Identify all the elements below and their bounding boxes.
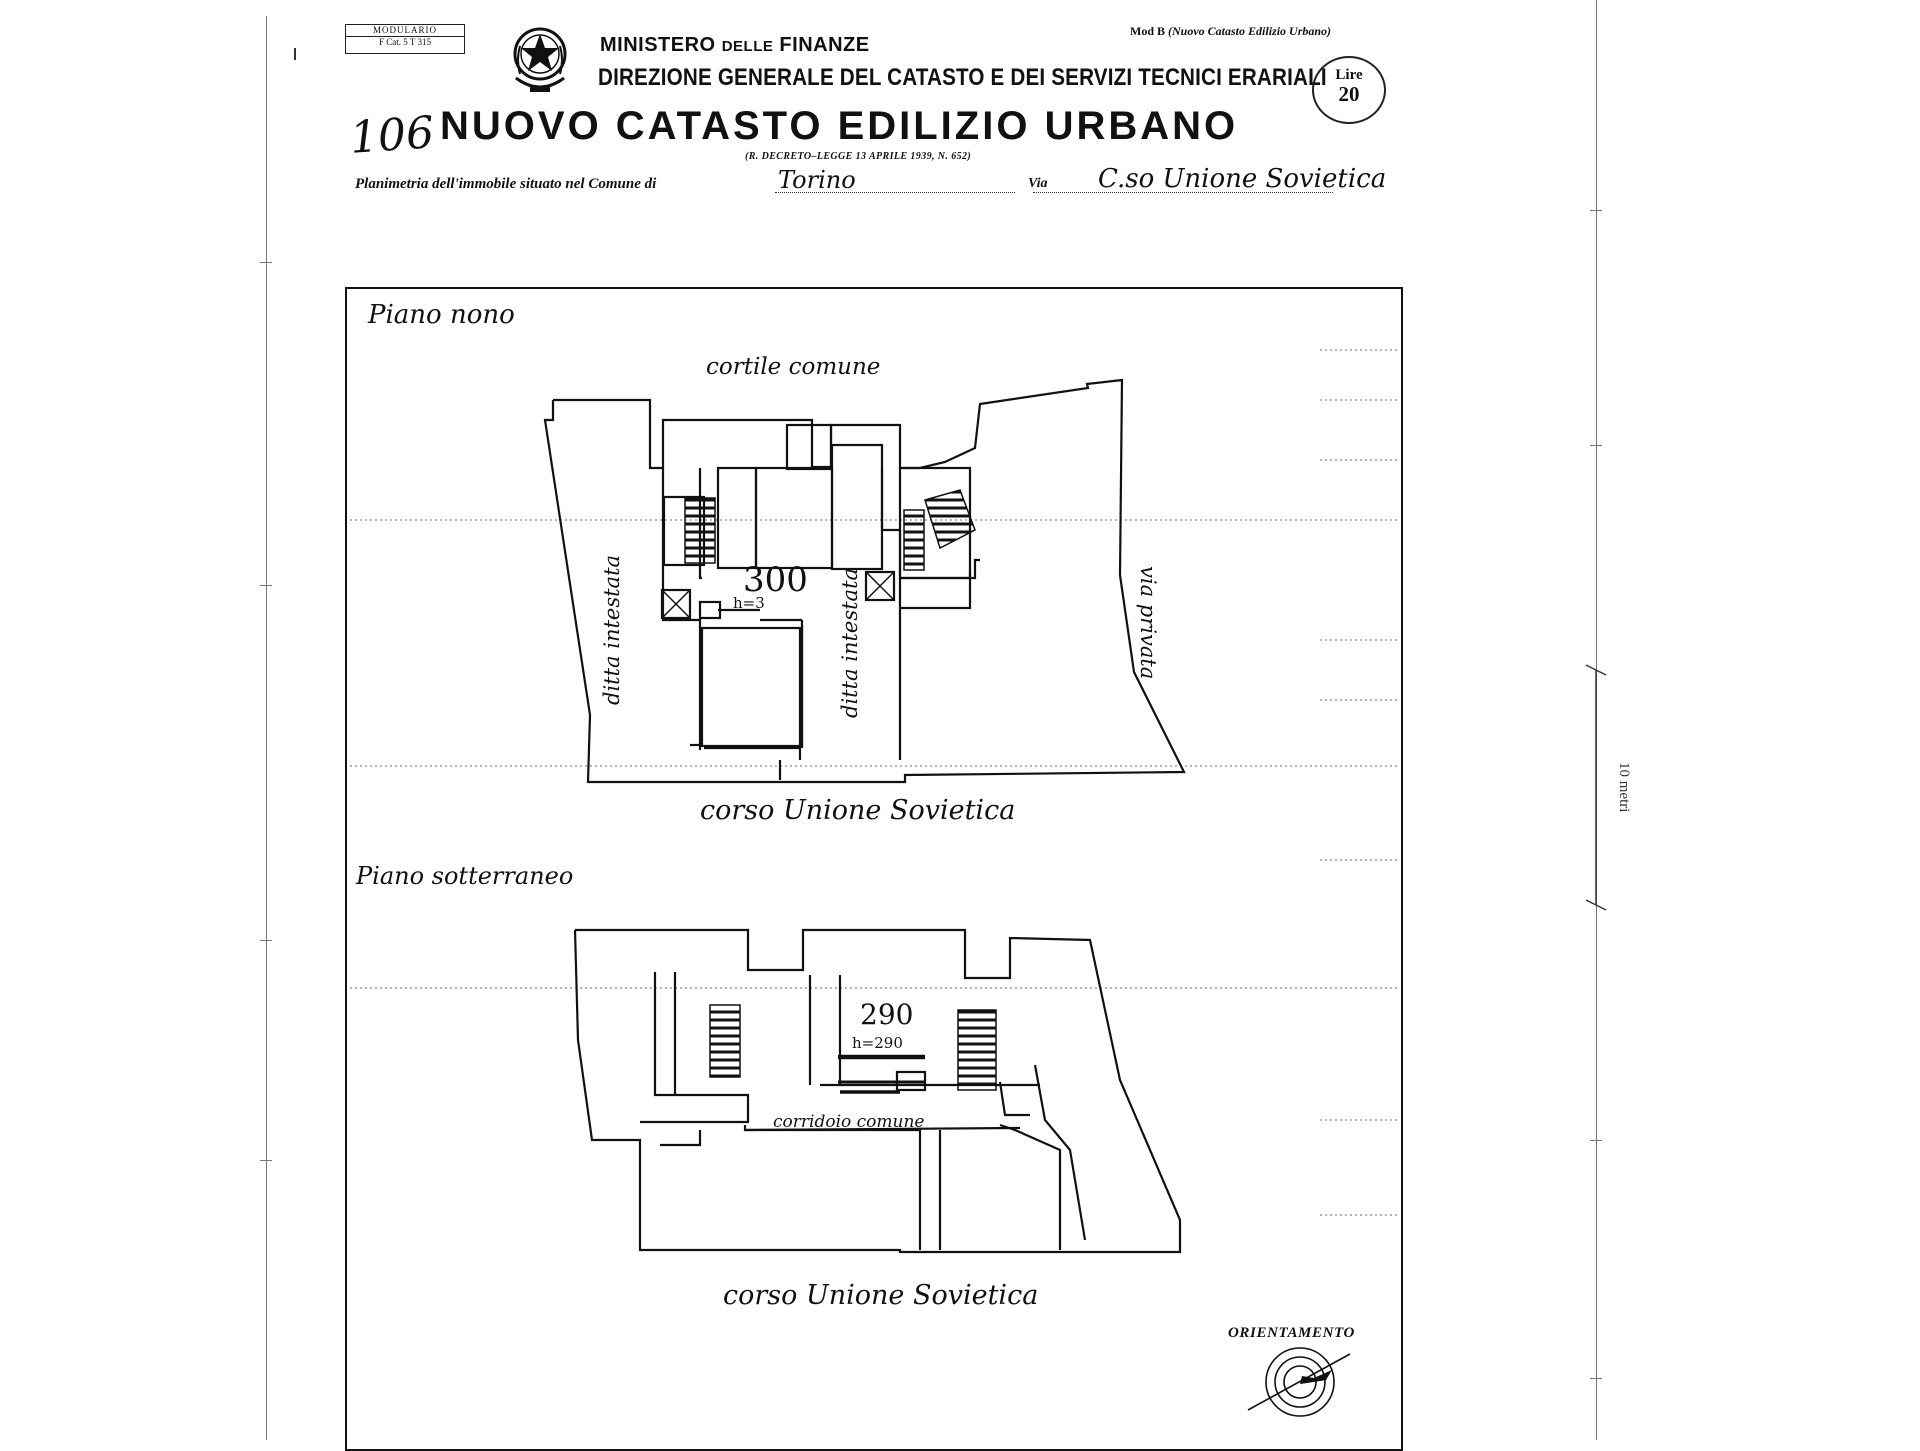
- scale-bar: [1585, 664, 1607, 911]
- lower-south-label: corso Unione Sovietica: [723, 1280, 1039, 1311]
- margin-tick: [260, 1160, 272, 1161]
- compass-icon: [1247, 1347, 1351, 1417]
- margin-tick: [260, 940, 272, 941]
- upper-stairs-left: [684, 497, 716, 564]
- scan-grid-lines: [350, 349, 1400, 1216]
- price-label: Lire: [1335, 67, 1363, 83]
- decree-reference: (R. DECRETO–LEGGE 13 APRILE 1939, N. 652…: [745, 151, 972, 162]
- upper-floor-label: Piano nono: [368, 300, 515, 330]
- upper-north-label: cortile comune: [706, 354, 881, 380]
- ministry-prefix: MINISTERO: [600, 34, 716, 56]
- via-label: Via: [1028, 176, 1048, 191]
- left-margin-line: [266, 16, 267, 1440]
- upper-building-outline: [543, 378, 1186, 784]
- scale-label: 10 metri: [1616, 762, 1632, 813]
- via-value: C.so Unione Sovietica: [1098, 164, 1387, 194]
- directorate-name: DIREZIONE GENERALE DEL CATASTO E DEI SER…: [598, 64, 1327, 91]
- model-description: (Nuovo Catasto Edilizio Urbano): [1168, 24, 1332, 38]
- upper-room-rear-2: [754, 466, 834, 570]
- upper-lift-right: [864, 570, 896, 602]
- upper-room-rear-4: [830, 443, 884, 571]
- lower-stairs-left: [709, 1004, 741, 1078]
- margin-tick: [1590, 1140, 1602, 1141]
- margin-tick: [1590, 210, 1602, 211]
- comune-value: Torino: [778, 166, 856, 194]
- comune-dotted-line: [775, 192, 1015, 193]
- via-dotted-line: [1033, 192, 1333, 193]
- lower-floor-plan: [573, 928, 1182, 1254]
- form-code-box: MODULARIO F Cat. 5 T 315: [345, 24, 465, 54]
- lower-west-corridor-wall: [640, 972, 750, 1124]
- upper-stairs-right-a: [903, 509, 925, 571]
- margin-tick: [1590, 1378, 1602, 1379]
- scan-mark: [294, 48, 296, 60]
- upper-lift-left: [660, 588, 692, 620]
- upper-center-label: ditta intestata: [838, 567, 862, 718]
- upper-room-front: [700, 626, 804, 748]
- form-code-line2: F Cat. 5 T 315: [379, 37, 431, 47]
- lower-unit-number: 290: [860, 998, 914, 1031]
- margin-tick: [260, 262, 272, 263]
- ministry-name: MINISTERO DELLE FINANZE: [600, 34, 870, 57]
- upper-room-rear-3: [785, 423, 833, 471]
- orientation-label: ORIENTAMENTO: [1228, 1325, 1355, 1341]
- lower-floor-label: Piano sotterraneo: [356, 862, 574, 890]
- ministry-middle: DELLE: [721, 38, 774, 55]
- upper-unit-number: 300: [743, 560, 808, 600]
- model-code: Mod B (Nuovo Catasto Edilizio Urbano): [1130, 24, 1331, 39]
- upper-east-wall: [880, 468, 902, 760]
- model-prefix: Mod B: [1130, 24, 1166, 38]
- upper-unit-height: h=3: [733, 594, 765, 612]
- price-value: 20: [1338, 82, 1360, 106]
- margin-tick: [260, 585, 272, 586]
- upper-floor-plan: [543, 378, 1186, 784]
- lower-stairs-right: [957, 1009, 997, 1091]
- ministry-suffix: FINANZE: [779, 34, 870, 56]
- upper-room-rear-1: [716, 466, 758, 570]
- upper-stairs-right-b: [924, 489, 976, 550]
- page-title: NUOVO CATASTO EDILIZIO URBANO: [440, 104, 1239, 148]
- location-text: Planimetria dell'immobile situato nel Co…: [355, 176, 657, 192]
- lower-corridor-label: corridoio comune: [773, 1112, 925, 1132]
- italian-republic-emblem-icon: [513, 27, 567, 92]
- margin-tick: [1590, 445, 1602, 446]
- upper-south-label: corso Unione Sovietica: [700, 795, 1016, 826]
- form-code-line1: MODULARIO: [346, 25, 464, 37]
- upper-east-label: via privata: [1136, 566, 1160, 680]
- lower-building-outline: [573, 928, 1182, 1254]
- lower-corridor-south-wall: [743, 1125, 922, 1250]
- price-stamp: Lire 20: [1312, 56, 1386, 124]
- upper-west-label: ditta intestata: [600, 554, 624, 705]
- lower-unit-height: h=290: [852, 1034, 903, 1052]
